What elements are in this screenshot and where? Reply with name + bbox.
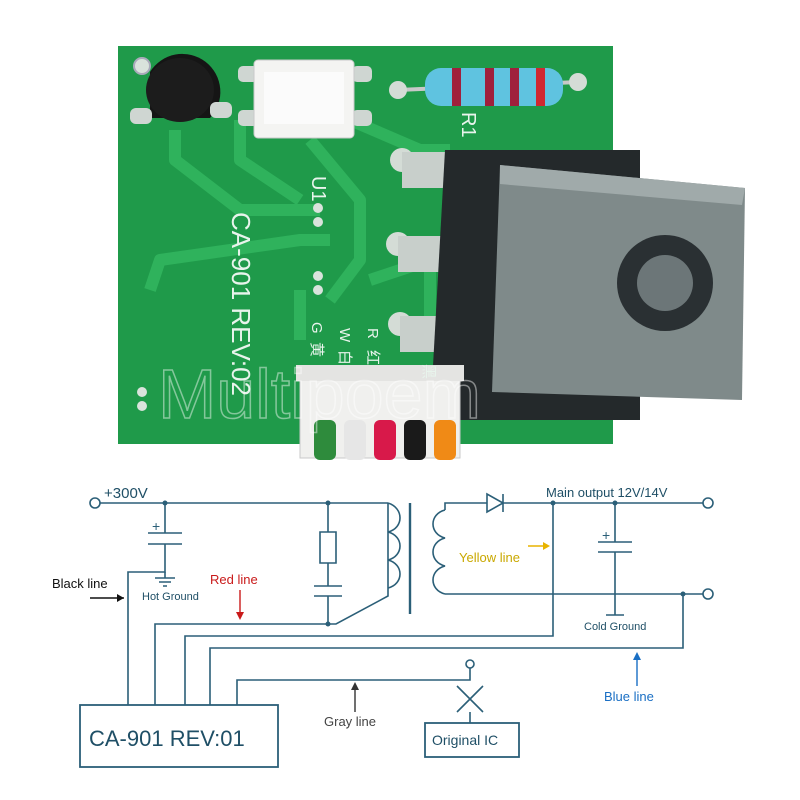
hot-ground-label: Hot Ground — [142, 591, 199, 603]
primary-winding — [387, 502, 401, 589]
mounting-holes — [133, 57, 323, 411]
orange-wire — [434, 420, 456, 460]
green-wire — [314, 420, 336, 460]
ref-r1: R1 — [457, 112, 479, 138]
red-line-wire — [154, 503, 389, 705]
output-cap-plus: + — [602, 527, 610, 543]
resistor-r1 — [389, 68, 587, 106]
cut-mark — [456, 685, 484, 713]
secondary-top — [444, 502, 487, 510]
cn-white-label: 白 — [336, 350, 353, 365]
optocoupler-u1 — [238, 59, 372, 139]
module-box-label: CA-901 REV:01 — [89, 726, 245, 751]
black-line-label: Black line — [52, 576, 108, 591]
input-capacitor — [127, 503, 182, 705]
board-label: CA-901 REV:02 — [226, 212, 256, 396]
ref-u1: U1 — [307, 176, 329, 202]
red-line-label: Red line — [210, 572, 258, 587]
junction-dots — [162, 500, 686, 627]
ic-box-label: Original IC — [432, 732, 498, 748]
output-capacitor — [598, 503, 632, 616]
supply-label: +300V — [104, 485, 148, 502]
output-terminal — [702, 497, 714, 509]
ic-box — [424, 722, 520, 758]
input-cap-plus: + — [152, 518, 160, 534]
mosfet-heatsink — [430, 150, 745, 420]
pin-w-label: W — [336, 328, 353, 343]
gray-line-label: Gray line — [324, 714, 376, 729]
gray-line-wire — [236, 668, 471, 705]
wire-connector — [296, 365, 464, 460]
watermark: Multipoem — [158, 355, 481, 433]
blue-line-label: Blue line — [604, 689, 654, 704]
hot-ground-symbol — [155, 572, 175, 587]
label-arrows — [90, 542, 641, 712]
supply-terminal — [89, 497, 101, 509]
secondary-winding — [432, 509, 446, 595]
rectifier-diode — [486, 492, 505, 514]
main-output-label: Main output 12V/14V — [546, 485, 668, 500]
pin-g-label: G — [308, 322, 325, 334]
cn-red-label: 红 — [364, 350, 381, 365]
red-wire — [374, 420, 396, 460]
black-wire — [404, 420, 426, 460]
cn-black-label: 黑 — [420, 364, 437, 379]
pin-r-label: R — [364, 328, 381, 339]
transistor — [130, 53, 232, 124]
module-box — [79, 704, 279, 768]
white-wire — [344, 420, 366, 460]
rc-snubber — [314, 503, 342, 624]
cn-yellow-label: 黄 — [308, 342, 325, 357]
yellow-line-label: Yellow line — [459, 550, 520, 565]
cold-ground-label: Cold Ground — [584, 621, 646, 633]
schematic — [79, 492, 714, 768]
blue-line-wire — [209, 594, 684, 705]
return-terminal — [702, 588, 714, 600]
ic-pin-terminal — [465, 659, 475, 669]
pcb-board: CA-901 REV:02 U1 R1 G W R 黄 白 红 黑 Multip… — [118, 46, 745, 460]
yellow-line-wire — [184, 503, 554, 705]
